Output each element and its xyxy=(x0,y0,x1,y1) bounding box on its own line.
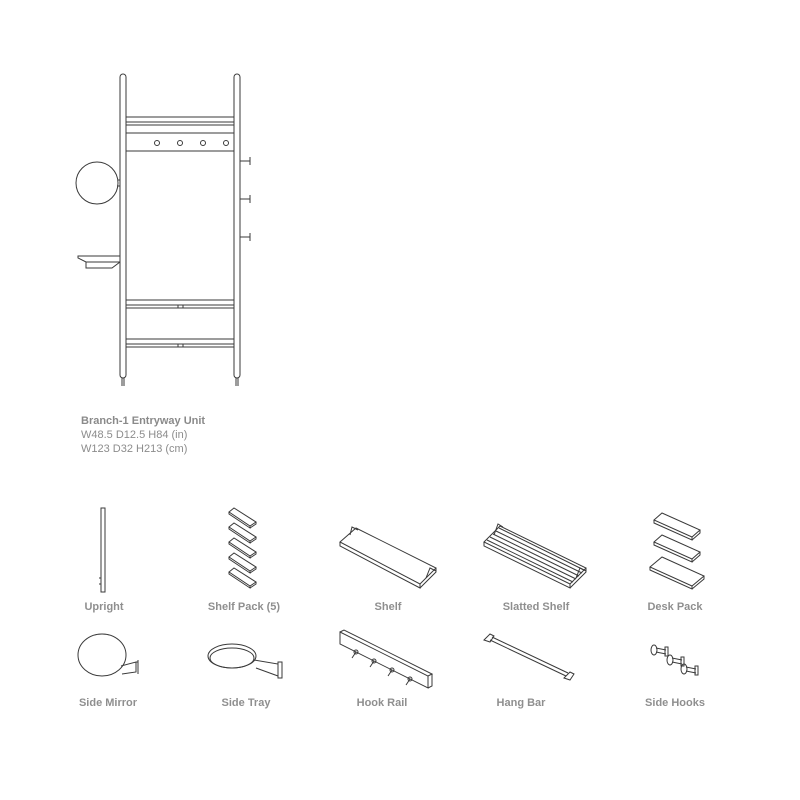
part-label-side-tray: Side Tray xyxy=(221,697,271,709)
part-label-slatted-shelf: Slatted Shelf xyxy=(502,601,570,613)
dimensions-inches: W48.5 D12.5 H84 (in) xyxy=(81,429,188,441)
part-label-hang-bar: Hang Bar xyxy=(496,697,546,709)
part-label-side-mirror: Side Mirror xyxy=(78,697,138,709)
dimensions-cm: W123 D32 H213 (cm) xyxy=(81,443,188,455)
part-label-shelf-pack: Shelf Pack (5) xyxy=(207,601,281,613)
product-specs: Branch-1 Entryway Unit W48.5 D12.5 H84 (… xyxy=(81,414,205,456)
product-name: Branch-1 Entryway Unit xyxy=(81,415,206,427)
part-label-shelf: Shelf xyxy=(374,601,402,613)
part-label-desk-pack: Desk Pack xyxy=(647,601,703,613)
part-label-upright: Upright xyxy=(84,601,124,613)
part-label-hook-rail: Hook Rail xyxy=(356,697,408,709)
entryway-unit-drawing xyxy=(0,0,800,400)
part-label-side-hooks: Side Hooks xyxy=(645,697,705,709)
